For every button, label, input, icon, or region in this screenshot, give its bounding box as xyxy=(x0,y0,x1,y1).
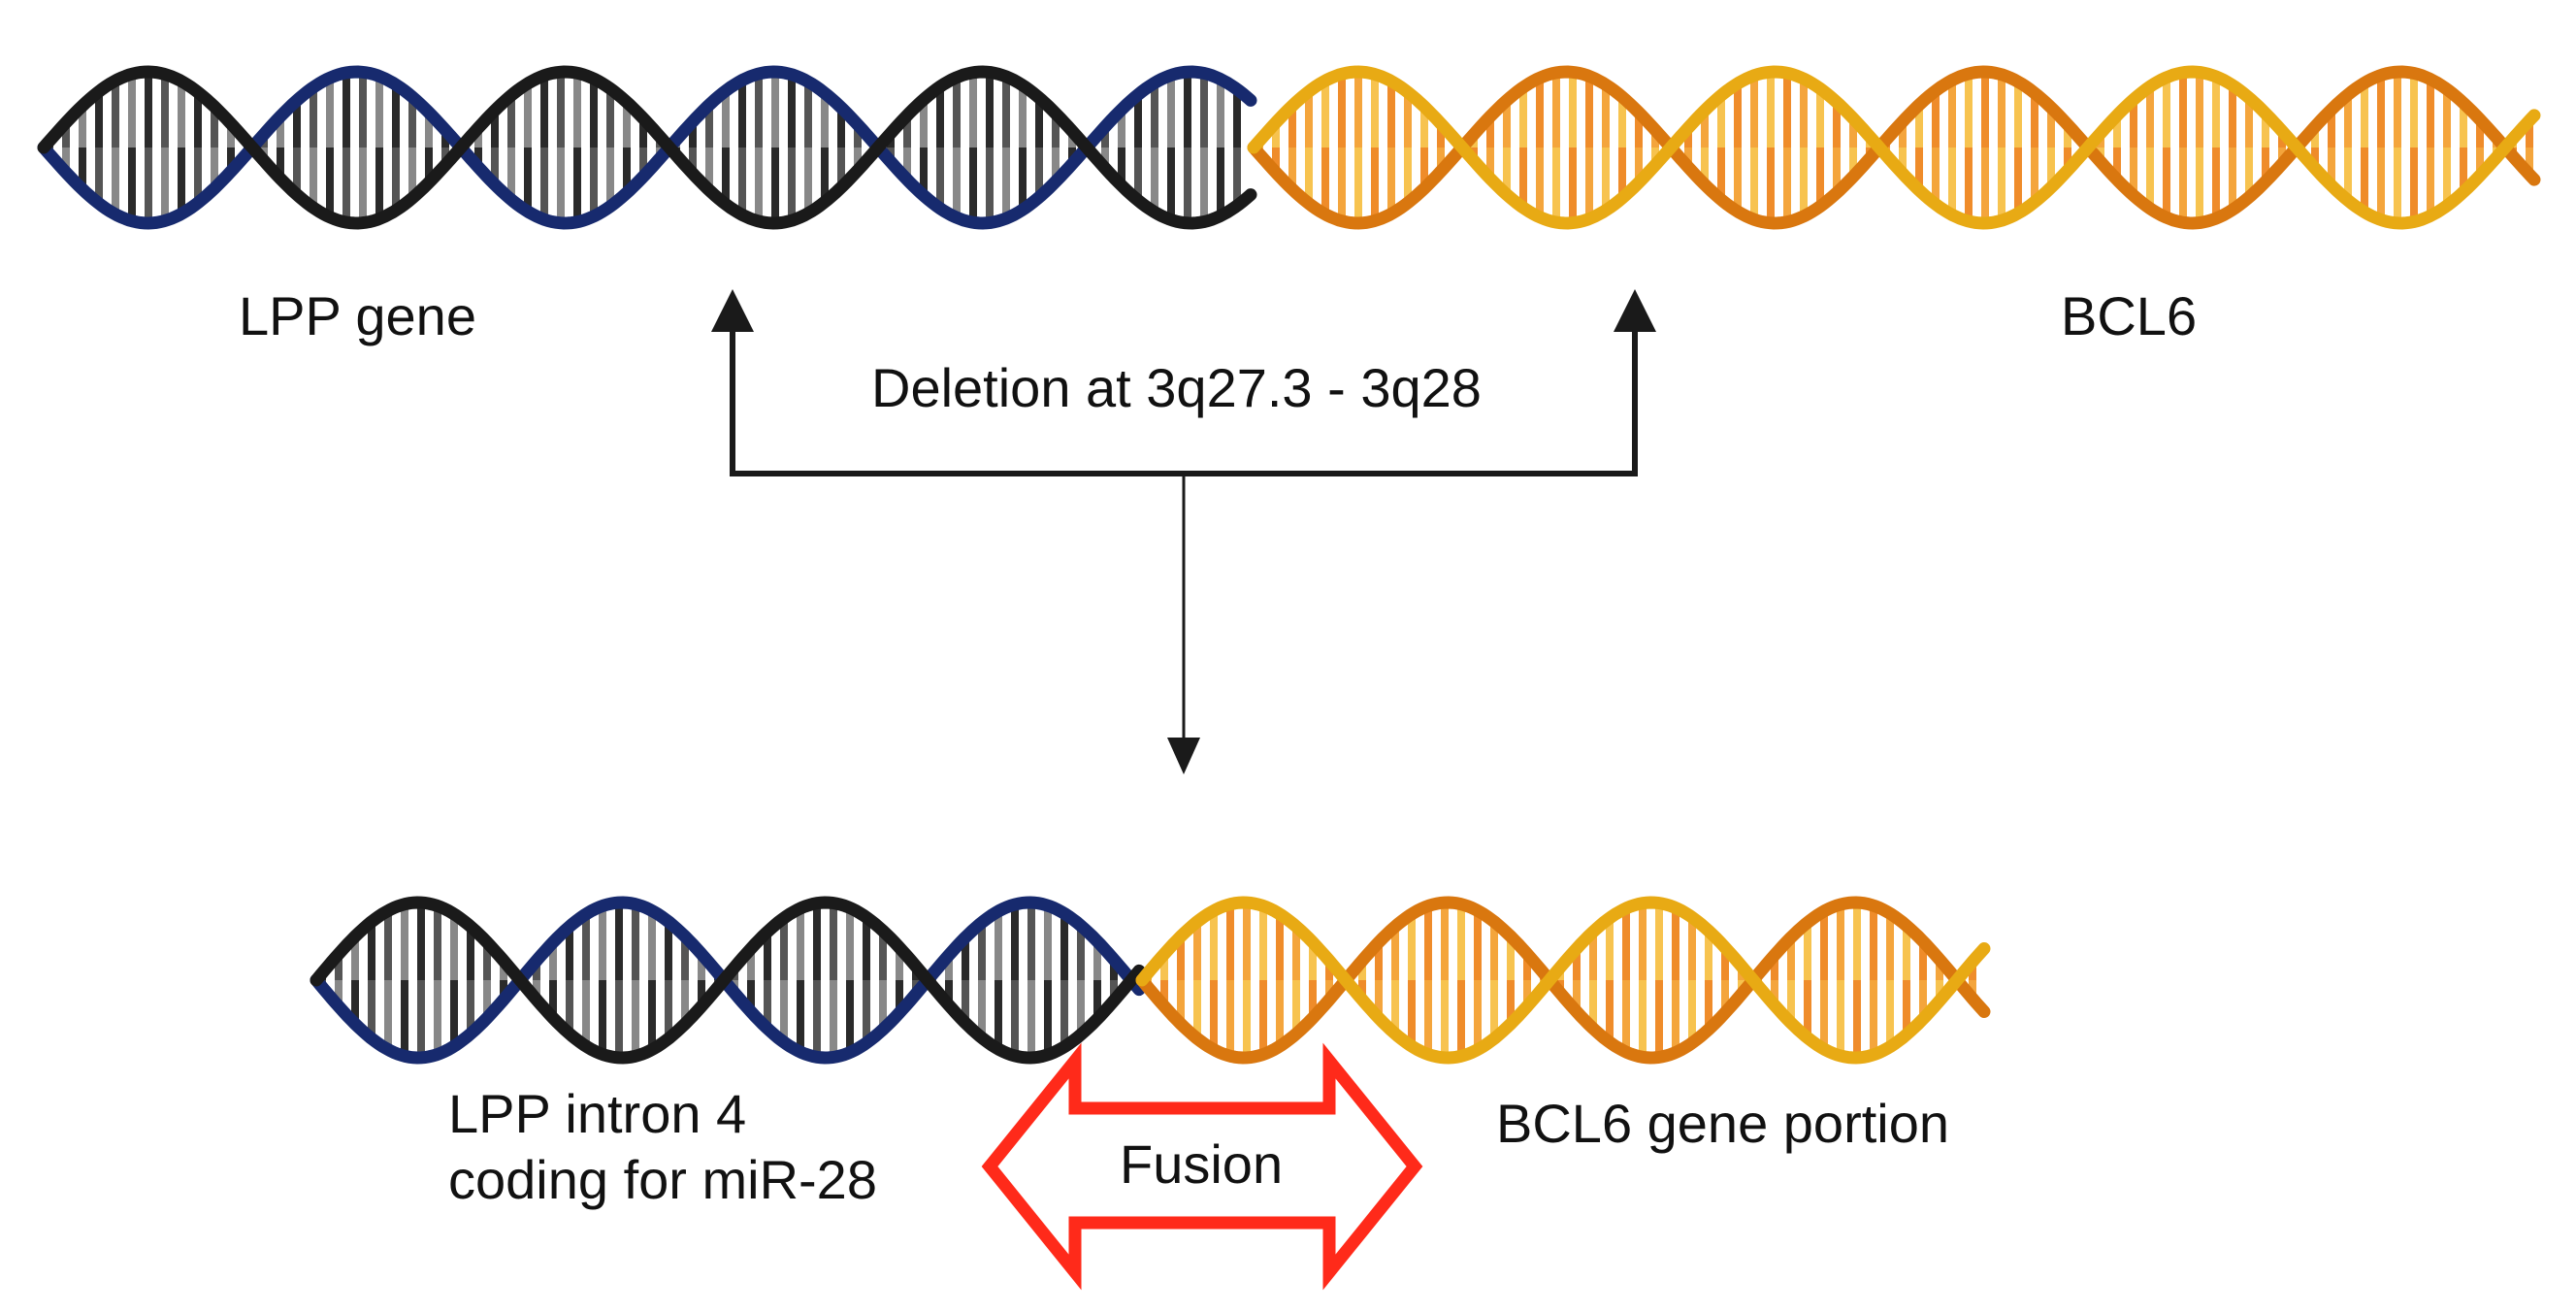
lpp-intron-helix xyxy=(310,896,1146,1065)
bcl6-helix-strand-front xyxy=(1247,65,2541,230)
fusion-label: Fusion xyxy=(1120,1133,1284,1195)
bcl6-helix-strand-back xyxy=(1247,65,2541,230)
bcl6-portion-helix xyxy=(1135,896,1991,1065)
bcl6-label: BCL6 xyxy=(2061,285,2198,346)
up-arrow-icon-left xyxy=(711,289,754,332)
lpp-gene-helix xyxy=(37,65,1257,230)
bcl6-portion-helix-strand-front xyxy=(1135,896,1991,1065)
lpp-gene-helix-rungs xyxy=(46,72,1241,223)
down-arrow-icon xyxy=(1167,738,1200,774)
bcl6-helix xyxy=(1247,65,2541,230)
lpp-gene-helix-strand-back xyxy=(37,65,1257,230)
lpp-intron-helix-rungs xyxy=(318,903,1118,1058)
bcl6-portion-helix-rungs xyxy=(1144,903,1976,1058)
lpp-intron-label: LPP intron 4 coding for miR-28 xyxy=(448,1081,877,1214)
helix-layer xyxy=(37,65,2541,1065)
bcl6-portion-helix-strand-back xyxy=(1135,896,1991,1065)
lpp-gene-helix-strand-front xyxy=(37,65,1257,230)
fusion-double-arrow-icon xyxy=(981,1042,1423,1291)
lpp-intron-label-line2: coding for miR-28 xyxy=(448,1149,877,1211)
deletion-label: Deletion at 3q27.3 - 3q28 xyxy=(871,357,1482,418)
up-arrow-icon-right xyxy=(1614,289,1656,332)
lpp-intron-label-line1: LPP intron 4 xyxy=(448,1083,747,1144)
lpp-gene-label: LPP gene xyxy=(239,285,476,346)
bcl6-portion-label: BCL6 gene portion xyxy=(1496,1093,1950,1154)
lpp-intron-helix-strand-front xyxy=(310,896,1146,1065)
bcl6-helix-rungs xyxy=(1255,72,2533,223)
